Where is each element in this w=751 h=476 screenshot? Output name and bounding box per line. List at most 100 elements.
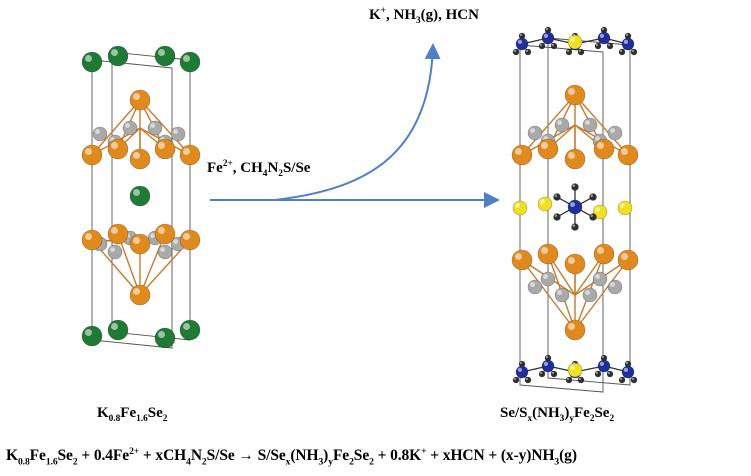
se-atom <box>147 120 163 136</box>
k-atom-highlight <box>85 329 92 336</box>
n-atom <box>621 37 635 51</box>
fe-atom-highlight <box>568 323 575 330</box>
se-atom <box>607 279 623 295</box>
fe-atom <box>129 233 151 255</box>
k-atom <box>107 319 129 341</box>
h-atom <box>538 42 546 50</box>
h-atom <box>550 42 558 50</box>
k-atom-highlight <box>183 323 190 330</box>
n-atom-highlight <box>517 367 523 372</box>
h-atom-highlight <box>601 27 604 31</box>
fe-se-bond <box>521 259 576 331</box>
n-atom-highlight <box>543 33 549 39</box>
fe-atom <box>511 144 533 166</box>
h-atom-highlight <box>545 355 548 359</box>
se-atom <box>592 271 608 287</box>
h-atom <box>577 48 585 56</box>
fe-atom <box>511 249 533 271</box>
fe-atom <box>564 253 586 275</box>
se-atom <box>554 287 570 303</box>
h-atom-highlight <box>572 224 576 227</box>
cell-edge <box>91 59 173 69</box>
n-atom <box>597 31 611 45</box>
fe-atom <box>81 144 103 166</box>
h-atom-highlight <box>607 371 610 375</box>
se-atom <box>527 125 543 141</box>
se-atom <box>122 120 138 136</box>
se-atom-highlight <box>610 128 615 133</box>
se-atom-highlight <box>595 136 600 141</box>
s-se-atom-highlight <box>595 207 600 212</box>
h-atom-highlight <box>519 33 522 36</box>
reaction-equation: K0.8Fe1.6Se2 + 0.4Fe2+ + xCH4N2S/Se → S/… <box>6 446 577 468</box>
se-atom-highlight <box>543 274 548 279</box>
se-atom-highlight <box>150 233 155 238</box>
fe-atom-highlight <box>515 148 522 155</box>
se-atom-highlight <box>110 247 116 252</box>
right-formula-label: Se/Sx(NH3)yFe2Se2 <box>500 405 615 424</box>
fe-se-bond <box>574 259 629 331</box>
n-atom-highlight <box>543 361 549 366</box>
fe-atom-highlight <box>515 253 522 260</box>
n-atom <box>515 365 529 379</box>
fe-atom <box>564 319 586 341</box>
h-atom <box>618 48 626 56</box>
k-atom <box>81 51 103 73</box>
left-crystal-structure <box>81 45 201 349</box>
fe-se-bond <box>139 233 166 296</box>
fe-atom <box>179 144 201 166</box>
se-atom <box>527 279 543 295</box>
products-label: K+, NH3(g), HCN <box>369 6 479 26</box>
h-atom <box>538 370 546 378</box>
right-crystal-structure <box>511 26 639 393</box>
fe-se-bond <box>139 99 191 156</box>
se-atom-highlight <box>173 129 178 134</box>
n-atom-highlight <box>517 39 523 45</box>
h-atom <box>524 376 532 384</box>
n-atom <box>515 37 529 51</box>
se-atom-highlight <box>557 290 562 295</box>
k-atom-highlight <box>111 323 118 330</box>
fe-atom <box>564 84 586 106</box>
h-atom-highlight <box>625 33 628 36</box>
n-atom-highlight <box>570 202 575 207</box>
s-se-atom-highlight <box>540 199 545 204</box>
h-atom <box>550 370 558 378</box>
fe-atom <box>107 223 129 245</box>
fe-atom <box>81 229 103 251</box>
fe-atom <box>593 243 615 265</box>
k-atom <box>107 45 129 67</box>
k-atom <box>179 319 201 341</box>
reaction-arrows <box>210 43 500 208</box>
fe-atom <box>593 138 615 160</box>
se-atom <box>554 117 570 133</box>
fe-atom <box>154 223 176 245</box>
h-atom <box>577 376 585 384</box>
s-se-atom-highlight <box>570 365 575 370</box>
se-atom-highlight <box>160 247 165 252</box>
se-atom <box>582 117 598 133</box>
h-atom-highlight <box>539 43 542 46</box>
cell-edge <box>519 44 604 53</box>
se-atom <box>607 125 623 141</box>
s-se-atom <box>567 362 583 378</box>
h-atom-highlight <box>631 377 634 381</box>
h-atom-highlight <box>590 194 594 197</box>
se-atom-highlight <box>585 120 590 126</box>
fe-atom-highlight <box>568 152 575 159</box>
k-atom <box>179 51 201 73</box>
n-atom <box>621 365 635 379</box>
fe-atom-highlight <box>597 247 604 254</box>
n-atom-highlight <box>599 361 605 366</box>
n-atom <box>567 199 583 215</box>
se-atom <box>107 244 123 260</box>
se-atom-highlight <box>530 282 535 287</box>
fe-atom-highlight <box>541 142 548 149</box>
fe-atom <box>617 144 639 166</box>
h-atom-highlight <box>625 361 628 365</box>
se-atom-highlight <box>530 128 535 133</box>
fe-atom <box>564 148 586 170</box>
k-atom-highlight <box>158 49 165 56</box>
k-atom <box>154 45 176 67</box>
k-atom <box>81 325 103 347</box>
